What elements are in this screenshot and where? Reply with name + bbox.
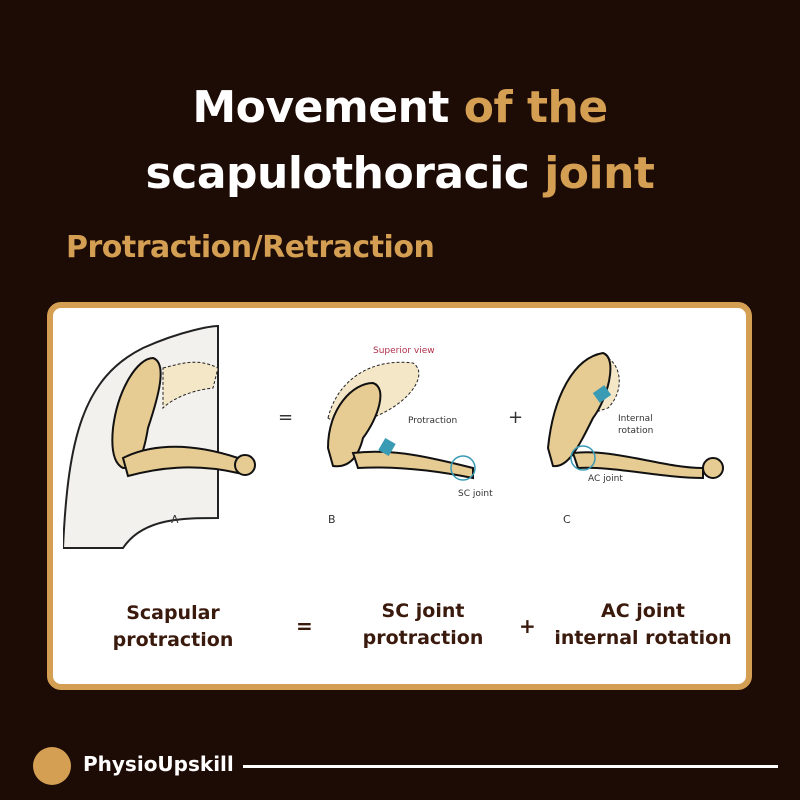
page-title-line-1: Movement of the: [0, 76, 800, 140]
brain-logo-icon: [33, 747, 71, 785]
equation-left-line: Scapular: [126, 602, 220, 624]
equation-middle-line: protraction: [362, 627, 484, 649]
ac-joint-circle: [570, 445, 596, 471]
title-gold-text: of the: [463, 82, 608, 133]
sc-joint-circle: [450, 455, 476, 481]
protraction-label: Protraction: [408, 416, 457, 426]
page-title-line-2: scapulothoracic joint: [0, 142, 800, 206]
arrow-icon: [592, 385, 612, 403]
title-white-text: scapulothoracic: [145, 148, 530, 199]
equation-right-line: AC joint: [601, 600, 685, 622]
scapula-b: [326, 381, 382, 468]
equation-left: Scapular protraction: [93, 600, 253, 654]
equation-right-line: internal rotation: [554, 627, 732, 649]
equation-right: AC joint internal rotation: [543, 598, 743, 652]
ac-joint-label: AC joint: [588, 474, 623, 484]
equation-plus: +: [519, 614, 536, 638]
equation-middle: SC joint protraction: [343, 598, 503, 652]
title-gold-text: joint: [544, 148, 655, 199]
scapula-illustration: A = Superior view Protraction SC joint B…: [63, 324, 724, 549]
panel-c-label: C: [563, 513, 571, 526]
figure-plus: +: [508, 407, 523, 428]
equation-middle-line: SC joint: [381, 600, 465, 622]
section-subtitle: Protraction/Retraction: [66, 230, 435, 265]
scapula-c: [546, 351, 612, 468]
footer-divider: [243, 765, 778, 768]
clavicle-c: [571, 451, 704, 480]
arrow-icon: [378, 437, 396, 457]
internal-rotation-label: Internal: [618, 414, 653, 424]
clavicle-b: [351, 450, 474, 480]
diagram-card: A = Superior view Protraction SC joint B…: [47, 302, 752, 690]
figure-equals: =: [278, 407, 293, 428]
panel-b-label: B: [328, 513, 336, 526]
panel-a-label: A: [171, 513, 179, 526]
title-white-text: Movement: [192, 82, 449, 133]
view-label: Superior view: [373, 346, 435, 356]
sc-joint-label: SC joint: [458, 489, 493, 499]
internal-rotation-label: rotation: [618, 426, 653, 436]
brand-name: PhysioUpskill: [83, 752, 234, 776]
scapula-ghost-a: [162, 361, 219, 410]
scapula-a: [111, 356, 162, 470]
equation-left-line: protraction: [112, 629, 234, 651]
equation-equals: =: [296, 614, 313, 638]
